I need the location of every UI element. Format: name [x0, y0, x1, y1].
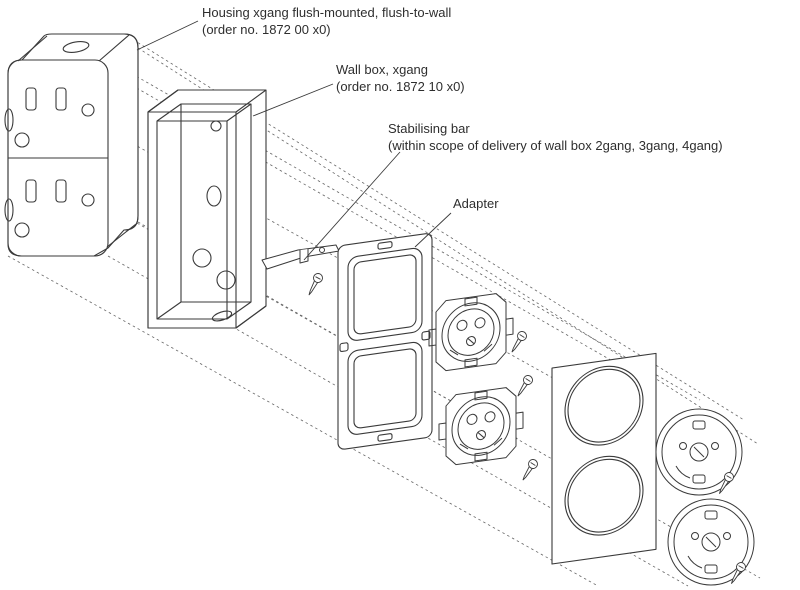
stabilising-bar-leader-line [303, 151, 401, 261]
adapter-label-line1: Adapter [453, 196, 499, 211]
stabilising-bar-label: Stabilising bar (within scope of deliver… [388, 121, 723, 155]
stabilising-bar-label-line1: Stabilising bar [388, 121, 470, 136]
socket-insert-bottom-part [438, 387, 524, 466]
screw-icon [518, 457, 540, 483]
wall-box-label-line1: Wall box, xgang [336, 62, 429, 77]
housing-label-line1: Housing xgang flush-mounted, flush-to-wa… [202, 5, 452, 20]
socket-insert-top-part [428, 293, 514, 372]
housing-label-line2: (order no. 1872 00 x0) [202, 21, 331, 37]
housing-leader-line [136, 20, 199, 51]
wall-box-label-line2: (order no. 1872 10 x0) [336, 78, 465, 94]
adapter-leader-line [414, 212, 452, 248]
adapter-part [337, 233, 433, 450]
screw-icon [513, 373, 535, 399]
socket-cover-bottom-part [667, 498, 755, 587]
housing-part [4, 33, 139, 257]
adapter-label: Adapter [453, 196, 499, 213]
housing-label: Housing xgang flush-mounted, flush-to-wa… [202, 5, 451, 39]
socket-cover-top-part [655, 408, 743, 497]
wall-box-part [147, 89, 267, 329]
leader-lines [136, 20, 452, 261]
stabilising-bar-part [261, 244, 340, 298]
screw-icon [507, 329, 529, 355]
cover-frame-part [551, 352, 657, 565]
wall-box-label: Wall box, xgang (order no. 1872 10 x0) [336, 62, 465, 96]
bar-screw-icon [304, 271, 325, 298]
stabilising-bar-label-line2: (within scope of delivery of wall box 2g… [388, 137, 723, 153]
wall-box-leader-line [252, 83, 334, 117]
